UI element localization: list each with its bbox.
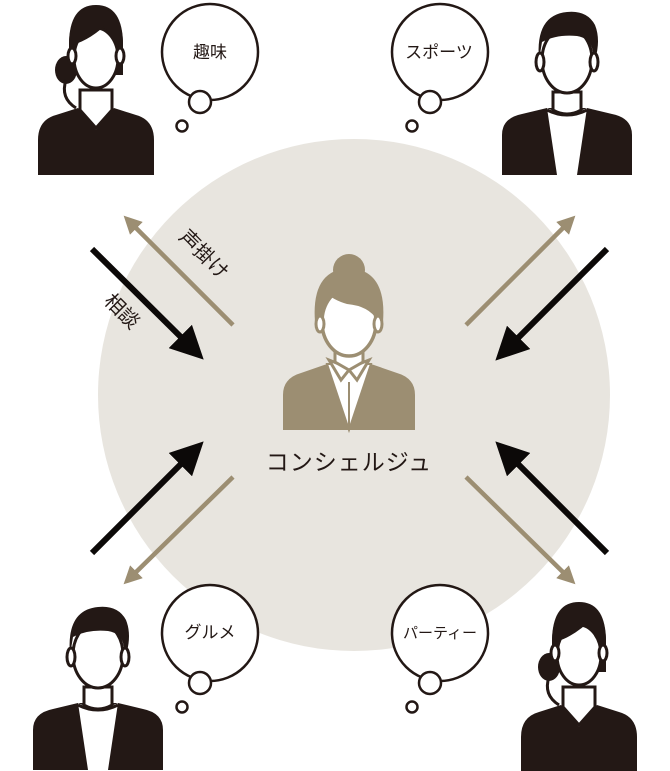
woman-guest-icon <box>36 3 156 177</box>
arrows-bottom-right <box>464 441 610 585</box>
concierge-label: コンシェルジュ <box>266 450 432 476</box>
incoming-arrow <box>89 246 204 360</box>
arrows-bottom-left <box>89 441 235 585</box>
outgoing-arrow <box>464 475 576 585</box>
woman-guest-icon <box>519 600 639 771</box>
guest-top-left: 趣味 <box>36 2 260 177</box>
outgoing-arrow <box>123 215 235 327</box>
bubble-text: グルメ <box>185 623 236 643</box>
thought-bubble <box>390 2 490 133</box>
man-guest-icon <box>500 10 634 177</box>
man-guest-icon <box>31 605 165 771</box>
outgoing-arrow <box>464 215 576 327</box>
thought-bubble <box>160 583 260 714</box>
thought-bubble <box>390 583 490 714</box>
guest-bottom-left: グルメ <box>31 583 260 771</box>
outgoing-arrow <box>123 475 235 585</box>
incoming-arrow <box>495 246 610 361</box>
bubble-text: スポーツ <box>405 43 473 63</box>
incoming-arrow <box>495 441 610 556</box>
concierge-woman-icon <box>283 254 415 434</box>
bubble-text: パーティー <box>403 624 477 642</box>
thought-bubble <box>160 2 260 133</box>
bubble-text: 趣味 <box>193 43 227 63</box>
arrows-top-right <box>464 215 610 361</box>
incoming-arrow <box>89 441 204 556</box>
guest-top-right: スポーツ <box>390 2 634 177</box>
guest-bottom-right: パーティー <box>390 583 639 771</box>
